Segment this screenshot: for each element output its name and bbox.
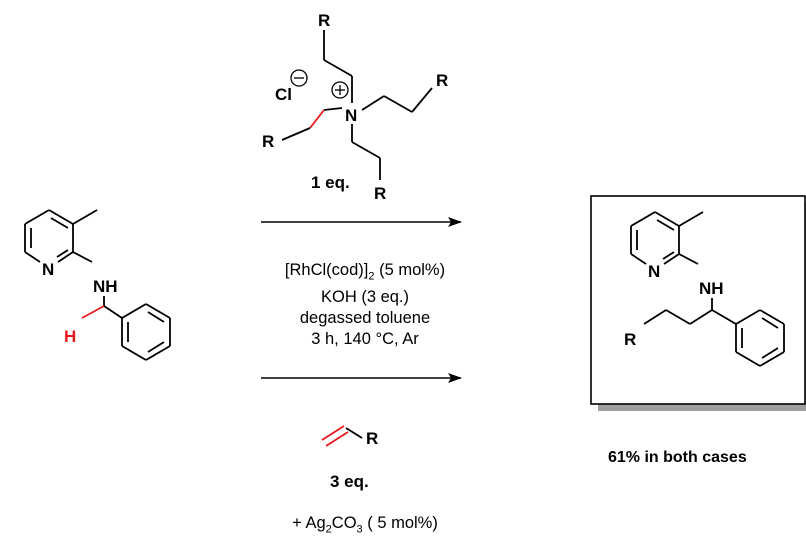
alkene-equivalents: 3 eq.: [330, 472, 369, 491]
product-pyridine-n: N: [648, 262, 660, 281]
ammonium-reagent: [281, 30, 433, 180]
substrate-pyridine-n: N: [42, 260, 54, 279]
substrate-molecule: [24, 209, 171, 361]
product-amine: NH: [699, 279, 724, 298]
additive-sub1: 2: [325, 523, 332, 536]
product-r-group: R: [624, 330, 636, 349]
alkene-reagent: [321, 425, 363, 447]
catalyst-line: [RhCl(cod)]2 (5 mol%): [250, 260, 480, 287]
additive-line: + Ag2CO3 ( 5 mol%): [240, 514, 490, 535]
additive-sub2: 3: [356, 523, 363, 536]
base-line: KOH (3 eq.): [320, 288, 410, 307]
catalyst-text: [RhCl(cod)]: [284, 261, 369, 279]
ammonium-r-top: R: [318, 11, 330, 30]
product-box: [590, 195, 806, 405]
yield-note: 61% in both cases: [608, 449, 747, 466]
additive-prefix: + Ag: [292, 514, 326, 532]
substrate-amine: NH: [93, 277, 118, 296]
additive-suffix: ( 5 mol%): [362, 514, 438, 532]
chloride-counter-ion: Cl: [275, 85, 292, 104]
time-temp-line: 3 h, 140 °C, Ar: [311, 330, 419, 349]
solvent-line: degassed toluene: [299, 309, 431, 328]
ammonium-nitrogen: N: [345, 106, 357, 125]
product-molecule: [630, 211, 785, 367]
ammonium-r-left: R: [262, 132, 274, 151]
ammonium-equivalents: 1 eq.: [311, 173, 350, 192]
additive-middle: CO: [331, 514, 357, 532]
ammonium-r-bottom: R: [374, 184, 386, 203]
catalyst-subscript: 2: [368, 270, 375, 283]
ammonium-r-right: R: [436, 71, 448, 90]
catalyst-loading: (5 mol%): [374, 261, 446, 279]
reaction-conditions: [RhCl(cod)]2 (5 mol%) KOH (3 eq.) degass…: [250, 260, 480, 350]
substrate-reactive-hydrogen: H: [64, 327, 76, 346]
alkene-r-group: R: [366, 429, 378, 448]
